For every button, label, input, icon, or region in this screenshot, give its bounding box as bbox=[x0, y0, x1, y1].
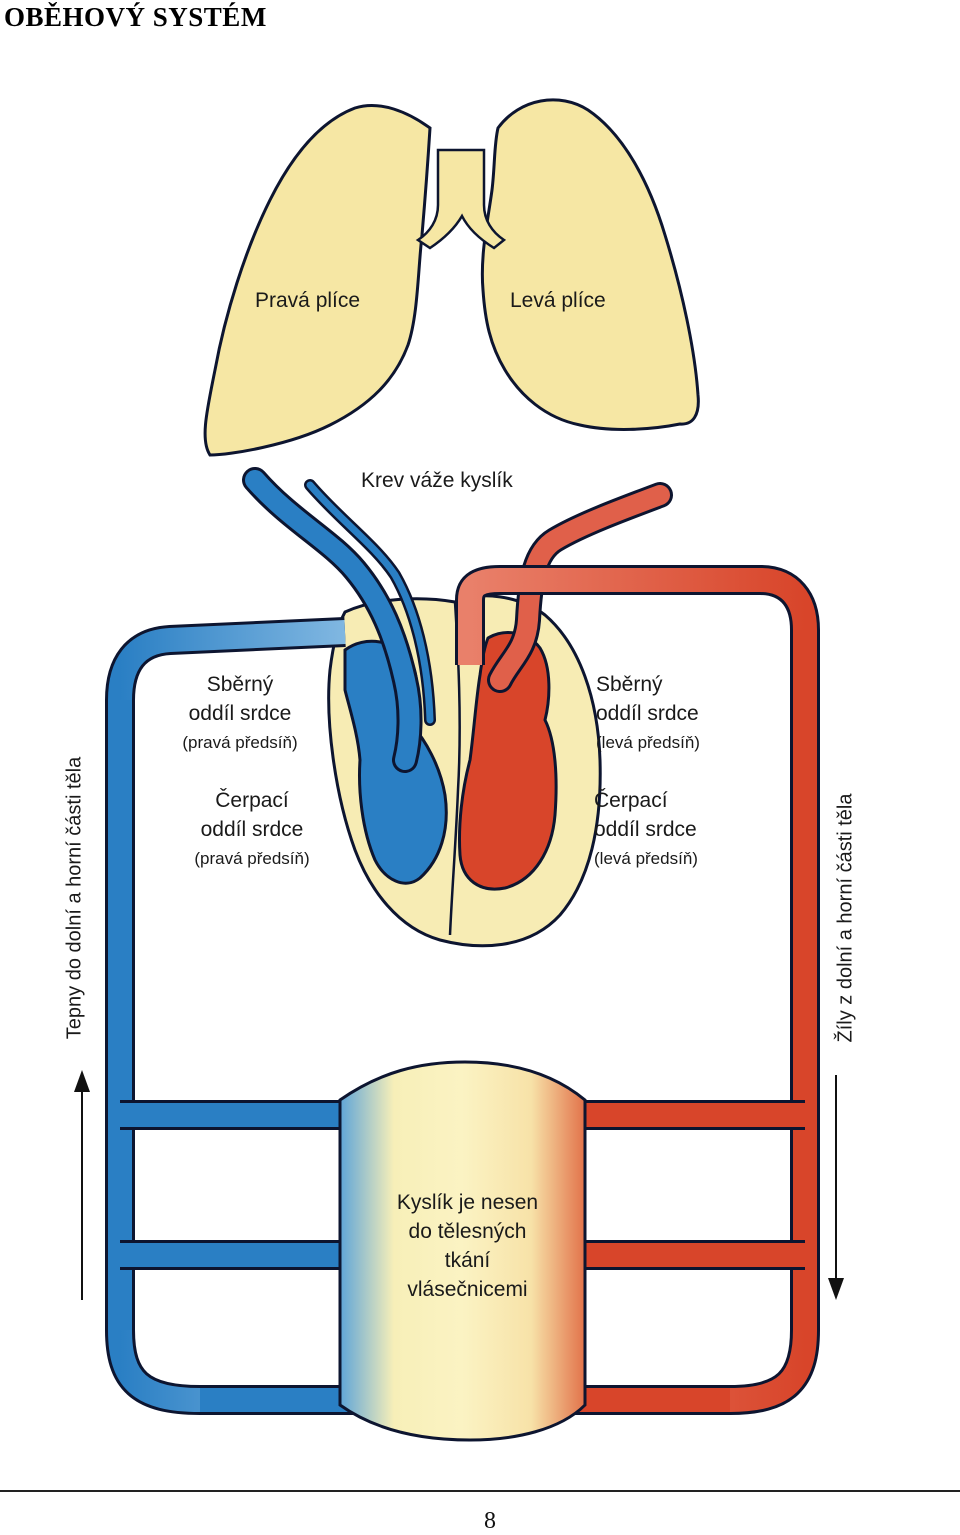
left-atrium-label: Sběrný oddíl srdce (levá předsíň) bbox=[596, 670, 721, 757]
right-ventricle-line2: oddíl srdce bbox=[200, 818, 304, 841]
capillary-line4: vlásečnicemi bbox=[407, 1278, 528, 1301]
left-ventricle-label: Čerpací oddíl srdce (levá předsíň) bbox=[594, 786, 719, 873]
right-lung-label: Pravá plíce bbox=[255, 289, 361, 312]
pulmonary-vein bbox=[487, 482, 673, 693]
left-ventricle-line2: oddíl srdce bbox=[594, 818, 697, 841]
capillary-line3: tkání bbox=[444, 1249, 491, 1272]
footer-rule bbox=[0, 1490, 960, 1492]
page-number: 8 bbox=[484, 1508, 496, 1534]
trachea bbox=[415, 148, 507, 250]
oxygenation-label: Krev váže kyslík bbox=[361, 469, 513, 492]
capillary-label: Kyslík je nesen do tělesných tkání vláse… bbox=[375, 1188, 560, 1304]
circulatory-diagram bbox=[74, 98, 844, 1442]
left-atrium-line1: Sběrný bbox=[596, 673, 663, 696]
right-atrium-line2: oddíl srdce bbox=[188, 702, 292, 725]
page-title: OBĚHOVÝ SYSTÉM bbox=[4, 2, 267, 32]
capillary-bed bbox=[338, 1060, 587, 1442]
left-lung bbox=[480, 98, 700, 431]
left-ventricle-line3: (levá předsíň) bbox=[594, 849, 698, 868]
arrow-down bbox=[828, 1075, 844, 1300]
pulmonary-artery bbox=[242, 467, 436, 773]
left-lung-label: Levá plíce bbox=[510, 289, 606, 312]
right-side-label: Žíly z dolní a horní části těla bbox=[834, 793, 857, 1043]
right-lung bbox=[203, 103, 432, 457]
right-atrium-line3: (pravá předsíň) bbox=[182, 733, 298, 752]
left-vessel-loop bbox=[105, 617, 380, 1415]
right-ventricle-label: Čerpací oddíl srdce (pravá předsíň) bbox=[182, 786, 322, 873]
right-ventricle-line1: Čerpací bbox=[215, 789, 289, 812]
right-ventricle-line3: (pravá předsíň) bbox=[194, 849, 310, 868]
left-atrium-line3: (levá předsíň) bbox=[596, 733, 700, 752]
left-side-label: Tepny do dolní a horní části těla bbox=[63, 756, 86, 1040]
left-ventricle-line1: Čerpací bbox=[594, 789, 668, 812]
capillary-line2: do tělesných bbox=[408, 1220, 527, 1243]
left-atrium-line2: oddíl srdce bbox=[596, 702, 699, 725]
capillary-line1: Kyslík je nesen bbox=[396, 1191, 539, 1214]
arrow-up bbox=[74, 1070, 90, 1300]
right-atrium-label: Sběrný oddíl srdce (pravá předsíň) bbox=[165, 670, 315, 757]
right-vessel-loop bbox=[455, 565, 820, 1415]
right-atrium-line1: Sběrný bbox=[206, 673, 274, 696]
